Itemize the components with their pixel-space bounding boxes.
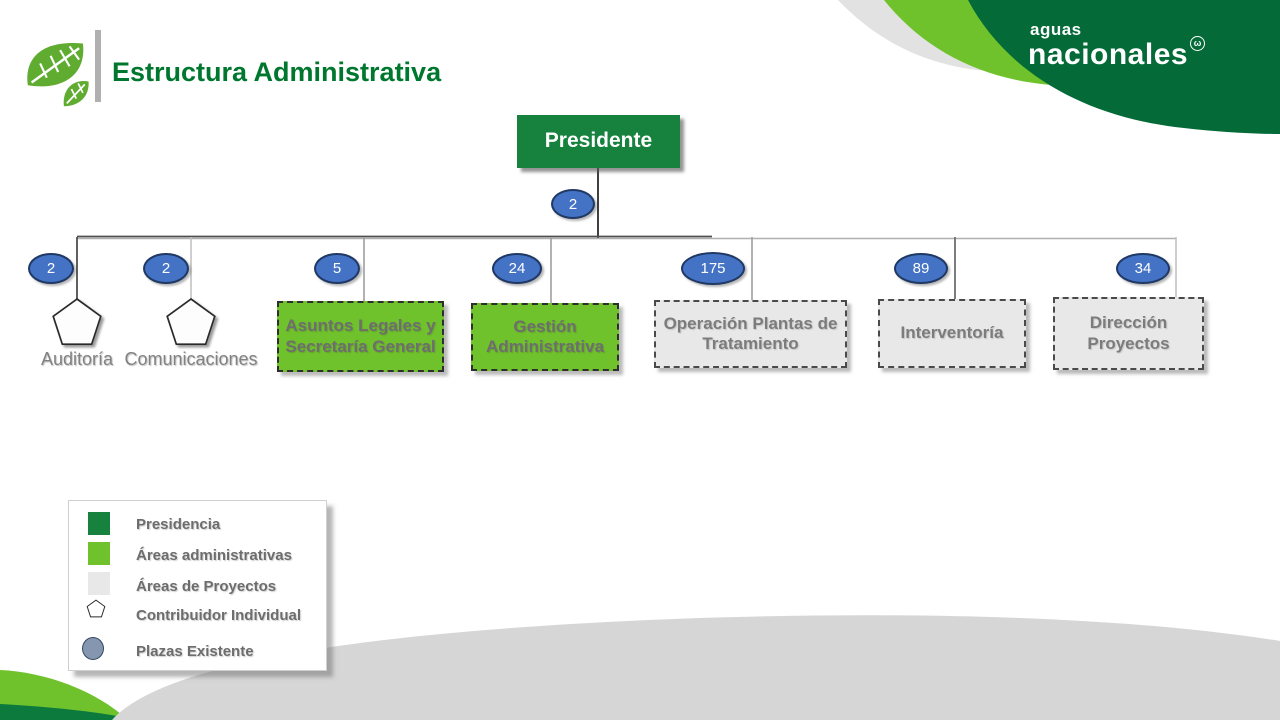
pentagon-auditoria-icon xyxy=(52,297,102,346)
brand-word-nacionales: nacionales xyxy=(1028,38,1189,71)
legend-oval-icon xyxy=(82,637,104,660)
org-node-asuntos-legales: Asuntos Legales y Secretaría General xyxy=(277,301,444,372)
legend: Presidencia Áreas administrativas Áreas … xyxy=(68,500,327,671)
legend-label-presidencia: Presidencia xyxy=(136,516,221,533)
org-node-comunicaciones-label: Comunicaciones xyxy=(124,349,258,369)
legend-label-contribuidor-individual: Contribuidor Individual xyxy=(136,607,301,624)
legend-label-areas-administrativas: Áreas administrativas xyxy=(136,547,292,564)
legend-pentagon-icon xyxy=(86,599,106,618)
legend-swatch-areas-proyectos xyxy=(88,572,110,595)
brand-epm-mark-icon: ω xyxy=(1190,36,1206,51)
org-node-operacion-plantas: Operación Plantas de Tratamiento xyxy=(654,300,847,368)
org-node-gestion-administrativa: Gestión Administrativa xyxy=(471,303,619,371)
legend-label-areas-proyectos: Áreas de Proyectos xyxy=(136,578,277,595)
legend-swatch-presidencia xyxy=(88,512,110,535)
title-divider-bar xyxy=(95,30,101,102)
badge-comunicaciones: 2 xyxy=(143,253,189,284)
badge-asuntos-legales: 5 xyxy=(314,253,360,284)
org-node-auditoria-label: Auditoría xyxy=(40,349,114,369)
badge-direccion-proyectos: 34 xyxy=(1116,253,1170,284)
decor-bottom-green-blob xyxy=(0,704,138,720)
decor-bottom-gray-dome xyxy=(112,615,1280,720)
badge-interventoria: 89 xyxy=(894,253,948,284)
org-node-presidente: Presidente xyxy=(517,115,680,168)
legend-swatch-areas-administrativas xyxy=(88,542,110,565)
badge-gestion-administrativa: 24 xyxy=(492,253,542,284)
badge-operacion-plantas: 175 xyxy=(681,252,745,285)
brand-word-aguas: aguas xyxy=(1030,20,1082,39)
badge-presidente: 2 xyxy=(551,189,595,219)
leaf-logo-icon xyxy=(27,43,89,107)
badge-auditoria: 2 xyxy=(28,253,74,284)
page-title: Estructura Administrativa xyxy=(112,57,442,87)
org-node-interventoria: Interventoría xyxy=(878,299,1026,368)
pentagon-comunicaciones-icon xyxy=(166,297,216,346)
org-node-direccion-proyectos: Dirección Proyectos xyxy=(1053,297,1204,370)
decor-top-green-curve xyxy=(968,0,1280,134)
legend-label-plazas-existente: Plazas Existente xyxy=(136,643,254,660)
